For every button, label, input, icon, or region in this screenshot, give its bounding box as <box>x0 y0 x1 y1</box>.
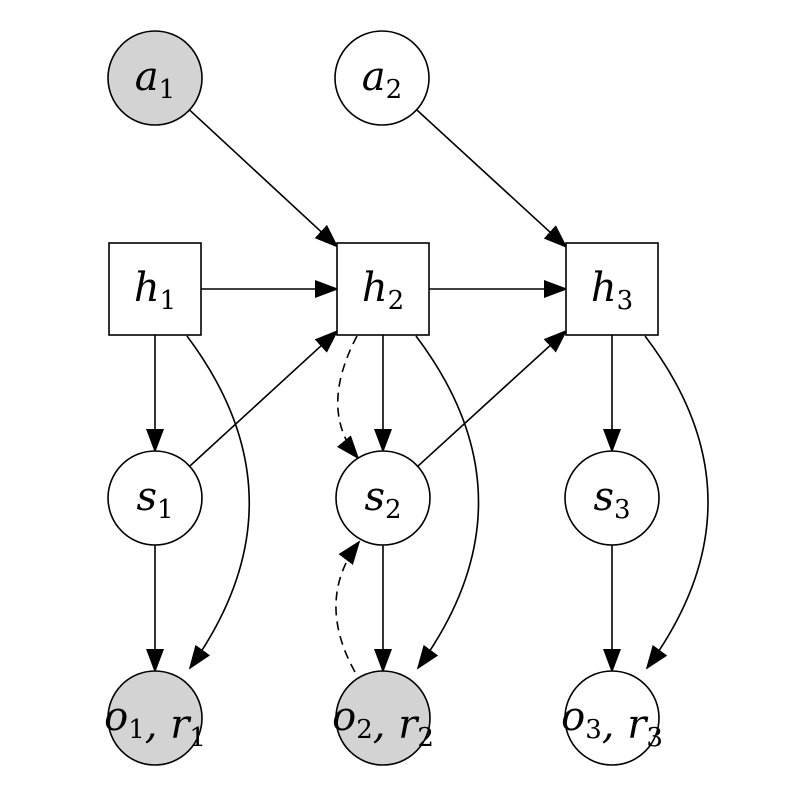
node-h3-square <box>565 242 659 336</box>
edge-s2-to-h3 <box>417 329 568 467</box>
node-a2-label: a2 <box>362 54 402 105</box>
edge-s1-to-h2 <box>189 329 339 467</box>
node-s1-label: s1 <box>136 474 173 525</box>
node-s1-circle <box>107 450 203 546</box>
node-or3-circle <box>564 670 660 766</box>
edge-h3-to-or3 <box>644 335 709 670</box>
edge-h2-to-or2 <box>415 335 480 670</box>
node-a1-label: a1 <box>135 54 175 105</box>
node-h1-label: h1 <box>134 265 176 316</box>
node-h3: h3 <box>565 242 659 336</box>
node-or2-circle <box>335 670 431 766</box>
edge-or2-to-s2-dashed <box>335 540 361 673</box>
node-or3-label: o3, r3 <box>561 694 663 753</box>
node-h1-square <box>108 242 202 336</box>
node-or1: o1, r1 <box>104 670 206 766</box>
node-s2-label: s2 <box>364 474 401 525</box>
node-s3: s3 <box>564 450 660 546</box>
node-h1: h1 <box>108 242 202 336</box>
node-h3-label: h3 <box>591 265 633 316</box>
nodes-layer: a1 a2 h1 h2 h3 s1 s2 s3 o1, r1 o2, r2 o3, r3 <box>104 30 663 766</box>
node-or3: o3, r3 <box>561 670 663 766</box>
node-h2-label: h2 <box>362 265 404 316</box>
edge-a2-to-h3 <box>416 109 568 249</box>
edges-layer <box>146 109 709 673</box>
node-or2: o2, r2 <box>332 670 434 766</box>
node-a2-circle <box>334 30 430 126</box>
edge-h1-to-or1 <box>186 335 251 670</box>
node-or2-label: o2, r2 <box>332 694 434 753</box>
node-h2: h2 <box>336 242 430 336</box>
node-h2-square <box>336 242 430 336</box>
node-or1-circle <box>107 670 203 766</box>
node-or1-label: o1, r1 <box>104 694 206 753</box>
node-a2: a2 <box>334 30 430 126</box>
node-a1: a1 <box>107 30 203 126</box>
node-s1: s1 <box>107 450 203 546</box>
node-s3-circle <box>564 450 660 546</box>
edge-h2-to-s2-dashed <box>336 335 360 460</box>
node-s3-label: s3 <box>593 474 630 525</box>
node-a1-circle <box>107 30 203 126</box>
node-s2-circle <box>335 450 431 546</box>
edge-a1-to-h2 <box>188 109 339 248</box>
node-s2: s2 <box>335 450 431 546</box>
